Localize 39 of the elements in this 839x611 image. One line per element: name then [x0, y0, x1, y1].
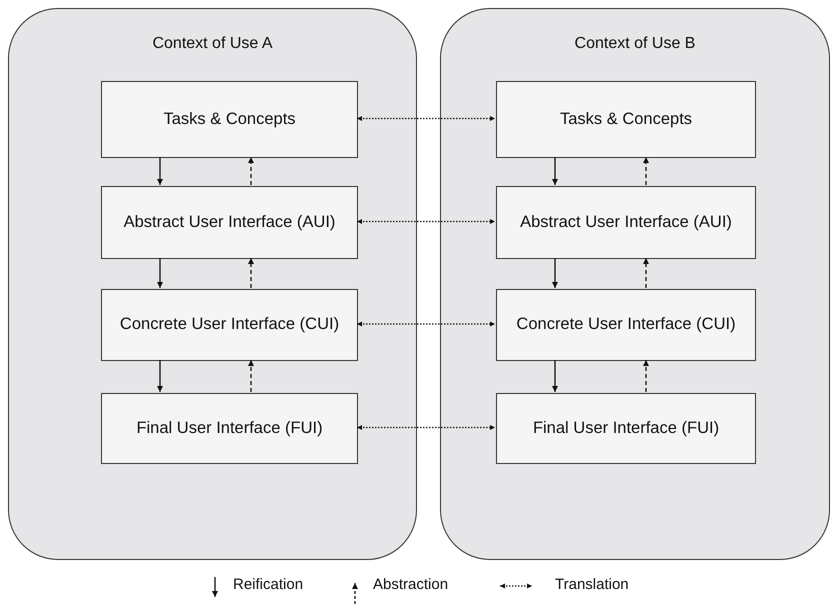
arrow — [643, 360, 649, 392]
arrow — [552, 360, 558, 392]
arrow — [157, 258, 163, 288]
context-panel — [8, 8, 417, 560]
process-box — [101, 289, 358, 361]
arrow — [357, 116, 495, 121]
box-label: Abstract User Interface (AUI) — [519, 212, 733, 233]
arrow — [248, 157, 254, 185]
box-label: Tasks & Concepts — [558, 108, 694, 130]
box-label: Concrete User Interface (CUI) — [515, 314, 737, 336]
arrow — [248, 360, 254, 392]
arrow — [643, 157, 649, 185]
box-label: Concrete User Interface (CUI) — [118, 314, 340, 336]
box-label: Final User Interface (FUI) — [532, 418, 720, 439]
box-label: Abstract User Interface (AUI) — [122, 212, 336, 233]
arrow — [248, 258, 254, 288]
process-box — [101, 81, 358, 158]
arrow — [552, 258, 558, 288]
arrow — [357, 219, 495, 224]
arrow — [157, 360, 163, 392]
arrow — [357, 322, 495, 326]
process-box — [496, 393, 756, 464]
panel-title: Context of Use B — [574, 35, 696, 53]
legend-label: Reification — [233, 576, 304, 593]
arrow — [552, 157, 558, 185]
process-box — [496, 186, 756, 259]
legend-label: Translation — [555, 576, 629, 593]
context-panel — [440, 8, 830, 560]
arrow — [357, 425, 495, 430]
process-box — [101, 186, 358, 259]
arrow — [643, 258, 649, 288]
box-label: Tasks & Concepts — [162, 108, 297, 130]
arrow — [157, 157, 163, 185]
process-box — [496, 289, 756, 361]
process-box — [496, 81, 756, 158]
legend-label: Abstraction — [373, 576, 448, 593]
process-box — [101, 393, 358, 464]
panel-title: Context of Use A — [151, 35, 274, 53]
box-label: Final User Interface (FUI) — [135, 418, 324, 439]
